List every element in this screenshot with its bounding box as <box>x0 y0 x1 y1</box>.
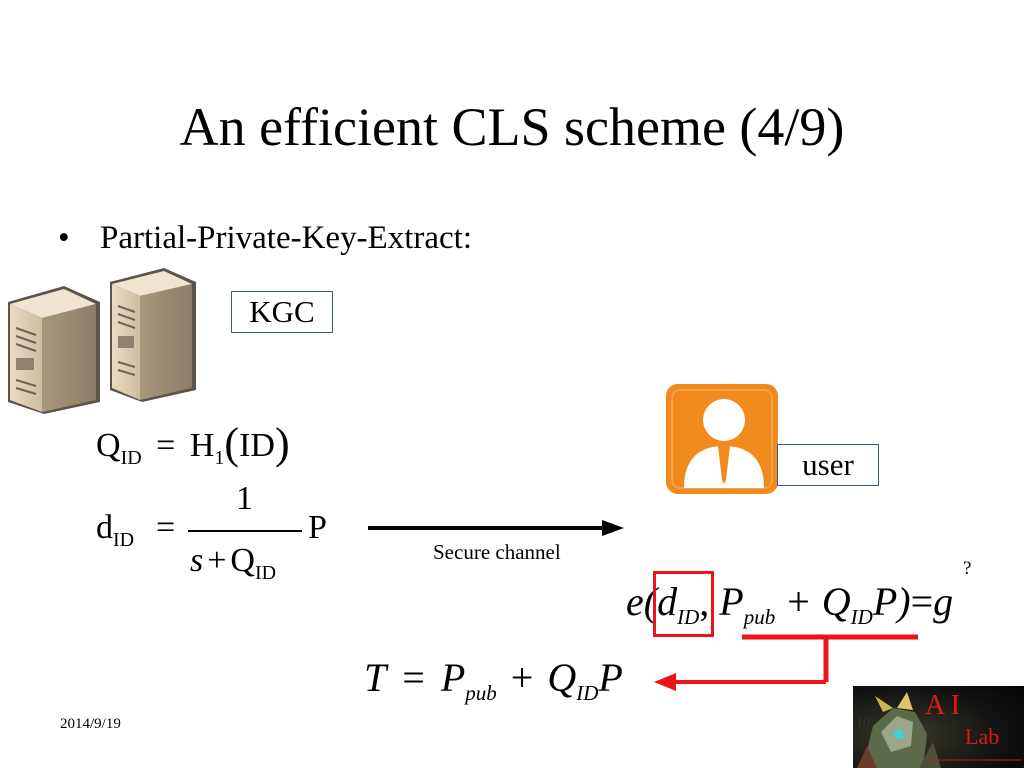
fraction-numerator: 1 <box>236 480 253 517</box>
slide-title: An efficient CLS scheme (4/9) <box>179 97 845 157</box>
d-id-equals: = <box>156 509 176 546</box>
t-p: P <box>440 655 466 700</box>
den-q: Q <box>230 542 255 579</box>
t-plus: + <box>510 655 534 700</box>
den-s: s <box>190 542 204 579</box>
d-id-tail: P <box>308 509 327 546</box>
user-label: user <box>777 444 879 486</box>
verify-equation: e(dID, Ppub + QIDP)=g <box>626 579 954 630</box>
verify-d-subscript: ID <box>677 605 700 629</box>
verify-comma: , <box>699 579 710 624</box>
d-subscript: ID <box>113 529 135 551</box>
highlight-box-d-id <box>653 571 714 637</box>
user-icon <box>666 384 778 494</box>
hash-subscript: 1 <box>214 447 225 469</box>
t-q-subscript: ID <box>576 681 599 705</box>
formula-t: T = Ppub + QIDP <box>364 655 623 706</box>
slide-date: 2014/9/19 <box>60 716 121 732</box>
t-tail: P <box>598 655 623 700</box>
logo-ai-text: A I <box>925 690 960 721</box>
pairing-e: e( <box>626 579 658 624</box>
den-q-subscript: ID <box>254 562 277 584</box>
d-symbol: d <box>96 509 113 546</box>
den-plus: + <box>207 542 227 579</box>
verify-p: P <box>719 579 744 624</box>
robot-emblem <box>853 686 1024 768</box>
verify-q: Q <box>821 579 851 624</box>
server-icon <box>8 268 196 414</box>
verify-p-subscript: pub <box>743 605 776 629</box>
t-equals: = <box>402 655 425 700</box>
equals-sign: = <box>156 427 176 464</box>
secure-channel-arrow <box>368 520 624 536</box>
logo-lab-text: Lab <box>965 724 1000 749</box>
kgc-label: KGC <box>231 291 333 333</box>
red-pointer-arrow <box>654 634 918 691</box>
verify-p2: P) <box>872 579 911 624</box>
t-symbol: T <box>364 655 387 700</box>
page-number: 10 <box>856 716 870 731</box>
ai-lab-logo: A I Lab <box>853 686 1024 768</box>
secure-channel-label: Secure channel <box>433 540 561 564</box>
q-subscript: ID <box>120 447 142 469</box>
d-id-lhs: dID <box>96 508 134 552</box>
verify-q-subscript: ID <box>850 605 873 629</box>
bullet-dot: • <box>58 220 70 256</box>
fraction-denominator: s+QID <box>190 541 276 585</box>
bullet-item: • Partial-Private-Key-Extract: <box>58 216 472 260</box>
hash-symbol: H <box>189 427 215 464</box>
t-p-subscript: pub <box>465 681 497 705</box>
t-q: Q <box>547 655 577 700</box>
bullet-text: Partial-Private-Key-Extract: <box>100 220 473 256</box>
question-mark: ? <box>963 558 972 579</box>
q-symbol: Q <box>96 427 121 464</box>
formula-q-id: QID = H1(ID) <box>96 419 290 470</box>
verify-plus: + <box>787 579 810 624</box>
verify-g: g <box>933 579 954 624</box>
verify-equals: = <box>910 579 934 624</box>
id-argument: ID <box>239 427 275 464</box>
fraction-bar <box>188 530 302 532</box>
verify-d: d <box>657 579 678 624</box>
